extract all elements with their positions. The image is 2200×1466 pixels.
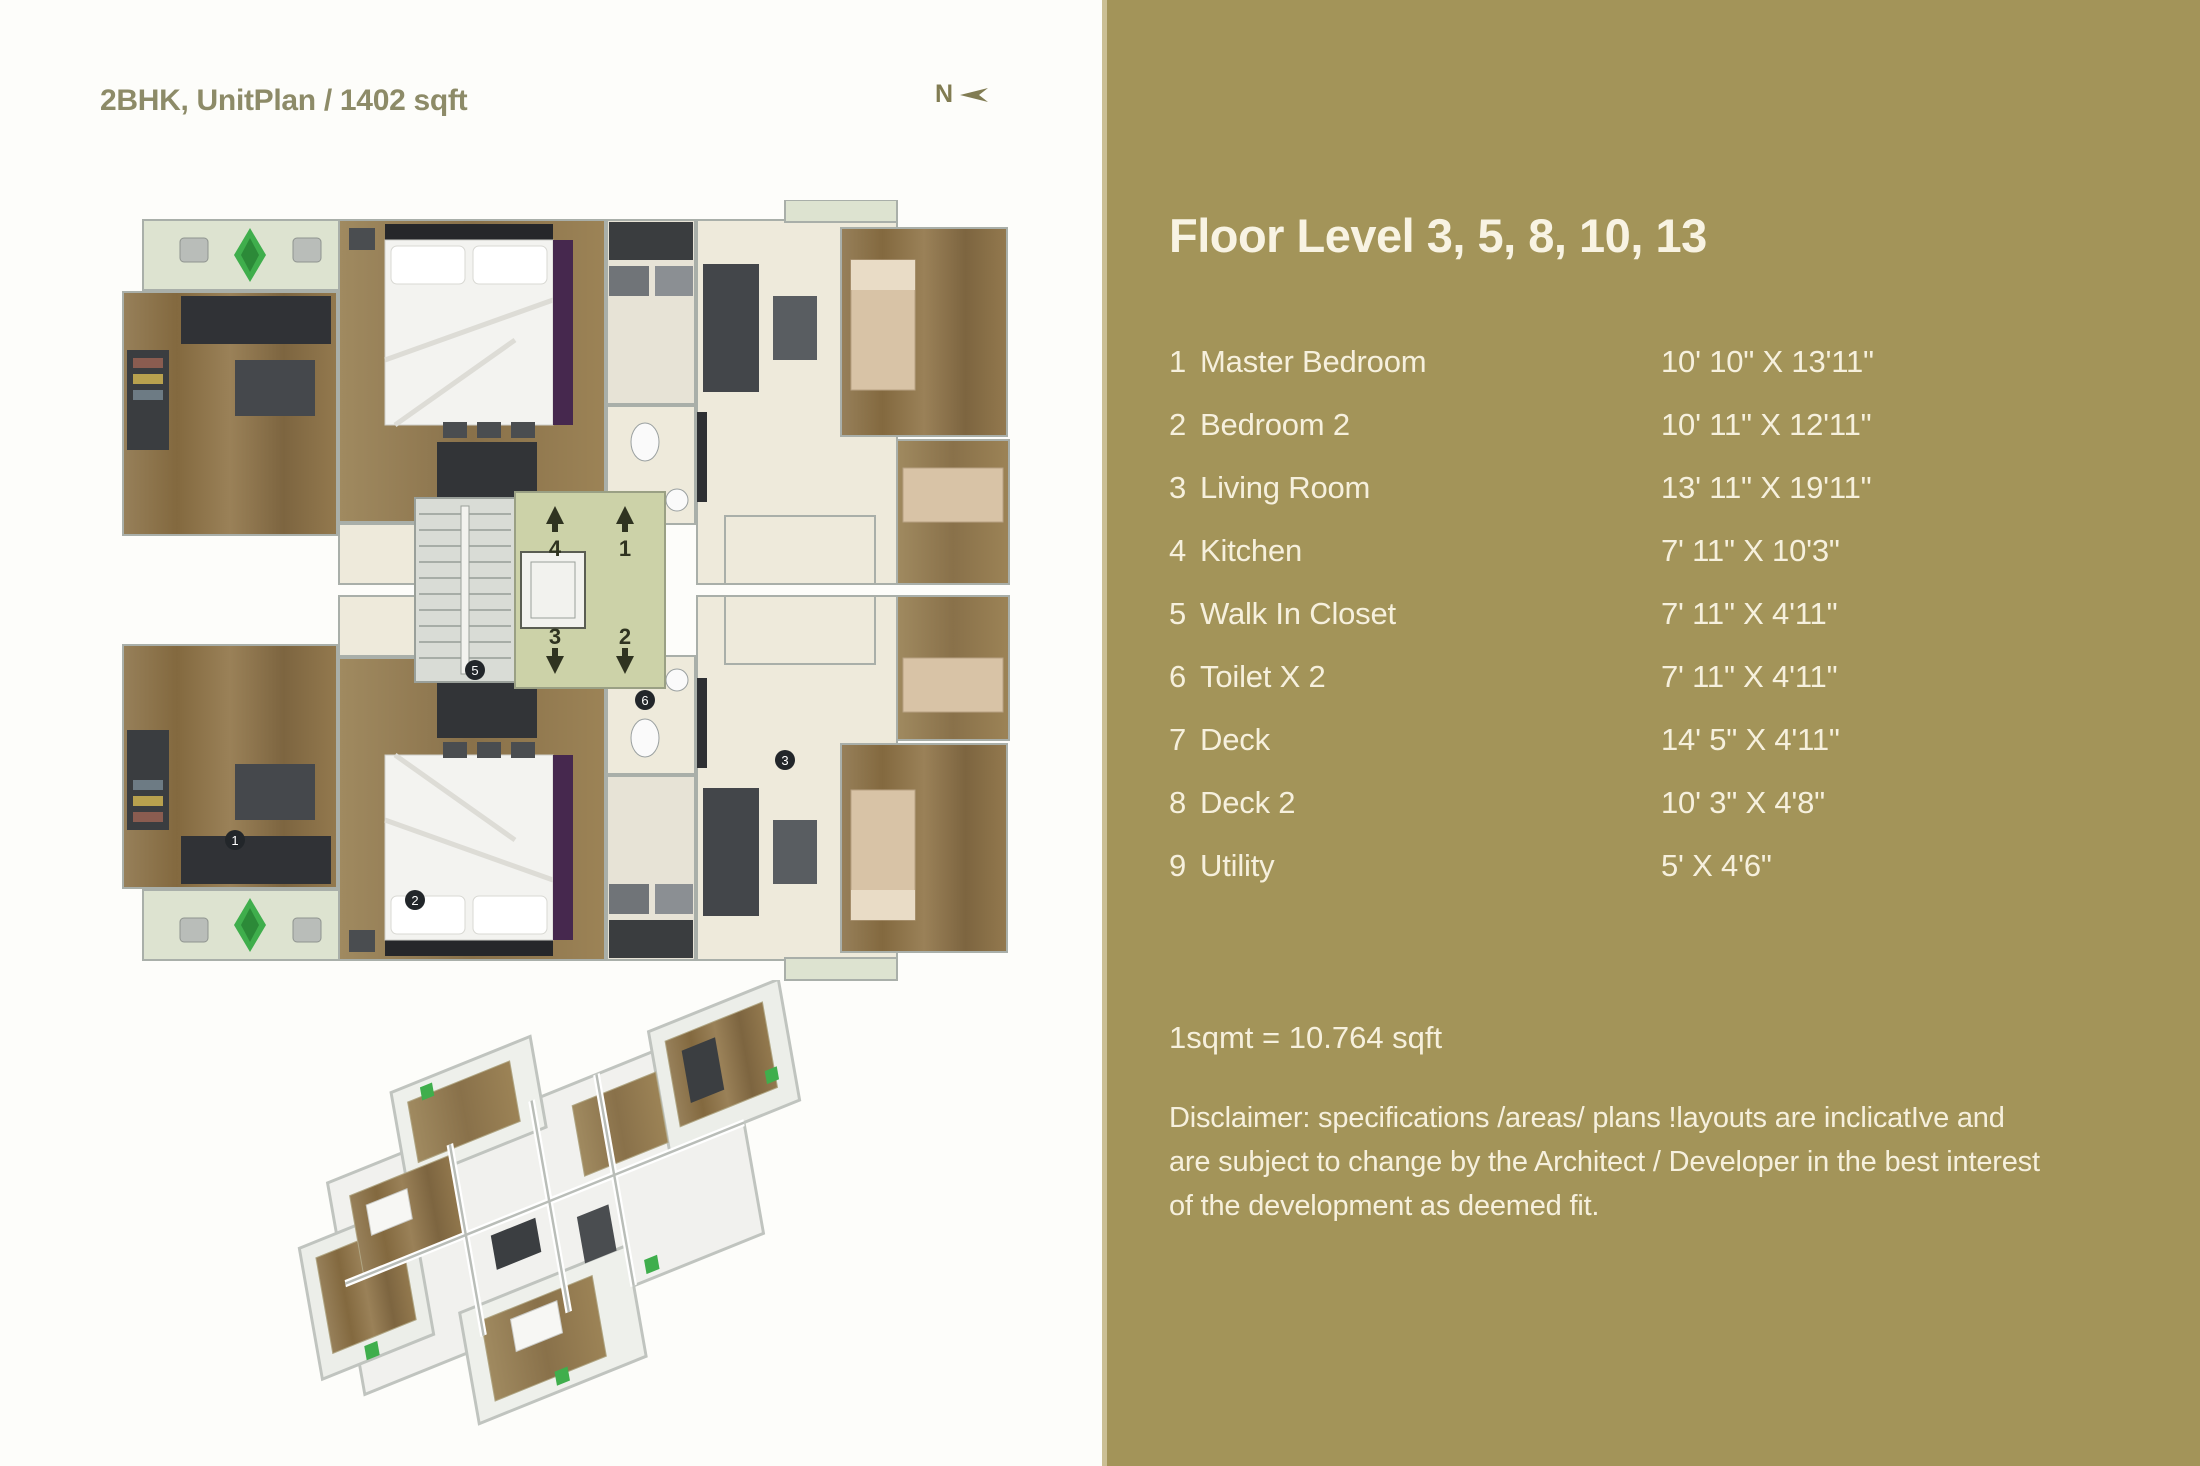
room-row: 9 Utility 5' X 4'6" <box>1169 834 2109 897</box>
unit-number-up-right: 1 <box>619 536 631 561</box>
plant-icon <box>364 1066 780 1386</box>
room-name: Bedroom 2 <box>1200 407 1350 442</box>
north-arrow-icon <box>960 87 989 102</box>
room-row: 8 Deck 2 10' 3" X 4'8" <box>1169 771 2109 834</box>
room-dimensions: 10' 10" X 13'11" <box>1661 344 1874 379</box>
room-number: 3 <box>1169 470 1187 505</box>
room-dimensions: 7' 11" X 4'11" <box>1661 659 1838 694</box>
room-row: 5 Walk In Closet 7' 11" X 4'11" <box>1169 582 2109 645</box>
room-row: 1 Master Bedroom 10' 10" X 13'11" <box>1169 330 2109 393</box>
disclaimer-text: Disclaimer: specifications /areas/ plans… <box>1169 1102 2040 1222</box>
room-name: Utility <box>1200 848 1275 883</box>
room-name: Master Bedroom <box>1200 344 1427 379</box>
unit-arrows <box>546 506 634 674</box>
room-number: 8 <box>1169 785 1187 820</box>
floor-plan-3d-svg <box>297 977 802 1426</box>
svg-text:2: 2 <box>411 893 418 908</box>
spec-panel: Floor Level 3, 5, 8, 10, 13 1 Master Bedr… <box>1102 0 2200 1466</box>
unit-number-down-right: 2 <box>619 624 631 649</box>
stair-core: 4 1 3 2 <box>414 491 666 689</box>
conversion-note: 1sqmt = 10.764 sqft <box>1169 1020 1443 1055</box>
room-row: 3 Living Room 13' 11" X 19'11" <box>1169 456 2109 519</box>
lift-shaft <box>520 551 586 629</box>
page-title: 2BHK, UnitPlan / 1402 sqft <box>100 84 468 117</box>
floor-plan-2d: 4 1 3 2 1 2 5 6 3 <box>85 200 1015 1015</box>
room-number: 2 <box>1169 407 1187 442</box>
room-dimensions: 10' 11" X 12'11" <box>1661 407 1872 442</box>
floor-plan-3d-render <box>250 977 830 1440</box>
room-number: 1 <box>1169 344 1187 379</box>
svg-text:3: 3 <box>781 753 788 768</box>
floor-plan-2d-svg: 4 1 3 2 1 2 5 6 3 <box>85 200 1015 1015</box>
room-dimensions: 5' X 4'6" <box>1661 848 1772 883</box>
room-number: 9 <box>1169 848 1187 883</box>
room-number: 6 <box>1169 659 1187 694</box>
unit-number-up-left: 4 <box>549 536 562 561</box>
svg-text:5: 5 <box>471 663 478 678</box>
room-name: Toilet X 2 <box>1200 659 1326 694</box>
room-number: 4 <box>1169 533 1187 568</box>
room-dimensions: 14' 5" X 4'11" <box>1661 722 1840 757</box>
room-name: Walk In Closet <box>1200 596 1396 631</box>
room-number-badges: 1 2 5 6 3 <box>225 660 795 910</box>
room-name: Kitchen <box>1200 533 1303 568</box>
room-dimensions: 10' 3" X 4'8" <box>1661 785 1825 820</box>
svg-text:1: 1 <box>231 833 238 848</box>
room-name: Deck <box>1200 722 1270 757</box>
svg-text:6: 6 <box>641 693 648 708</box>
unit-number-down-left: 3 <box>549 624 561 649</box>
room-row: 7 Deck 14' 5" X 4'11" <box>1169 708 2109 771</box>
room-row: 2 Bedroom 2 10' 11" X 12'11" <box>1169 393 2109 456</box>
room-name: Deck 2 <box>1200 785 1296 820</box>
room-dimensions: 7' 11" X 4'11" <box>1661 596 1838 631</box>
room-number: 5 <box>1169 596 1187 631</box>
room-dimensions: 13' 11" X 19'11" <box>1661 470 1872 505</box>
room-name: Living Room <box>1200 470 1371 505</box>
room-row: 4 Kitchen 7' 11" X 10'3" <box>1169 519 2109 582</box>
room-number: 7 <box>1169 722 1187 757</box>
north-marker: N <box>935 80 992 109</box>
north-label: N <box>935 80 955 108</box>
room-dimension-list: 1 Master Bedroom 10' 10" X 13'11" 2 Bedroo… <box>1169 330 2109 897</box>
room-row: 6 Toilet X 2 7' 11" X 4'11" <box>1169 645 2109 708</box>
room-dimensions: 7' 11" X 10'3" <box>1661 533 1840 568</box>
floor-level-heading: Floor Level 3, 5, 8, 10, 13 <box>1169 209 1707 262</box>
